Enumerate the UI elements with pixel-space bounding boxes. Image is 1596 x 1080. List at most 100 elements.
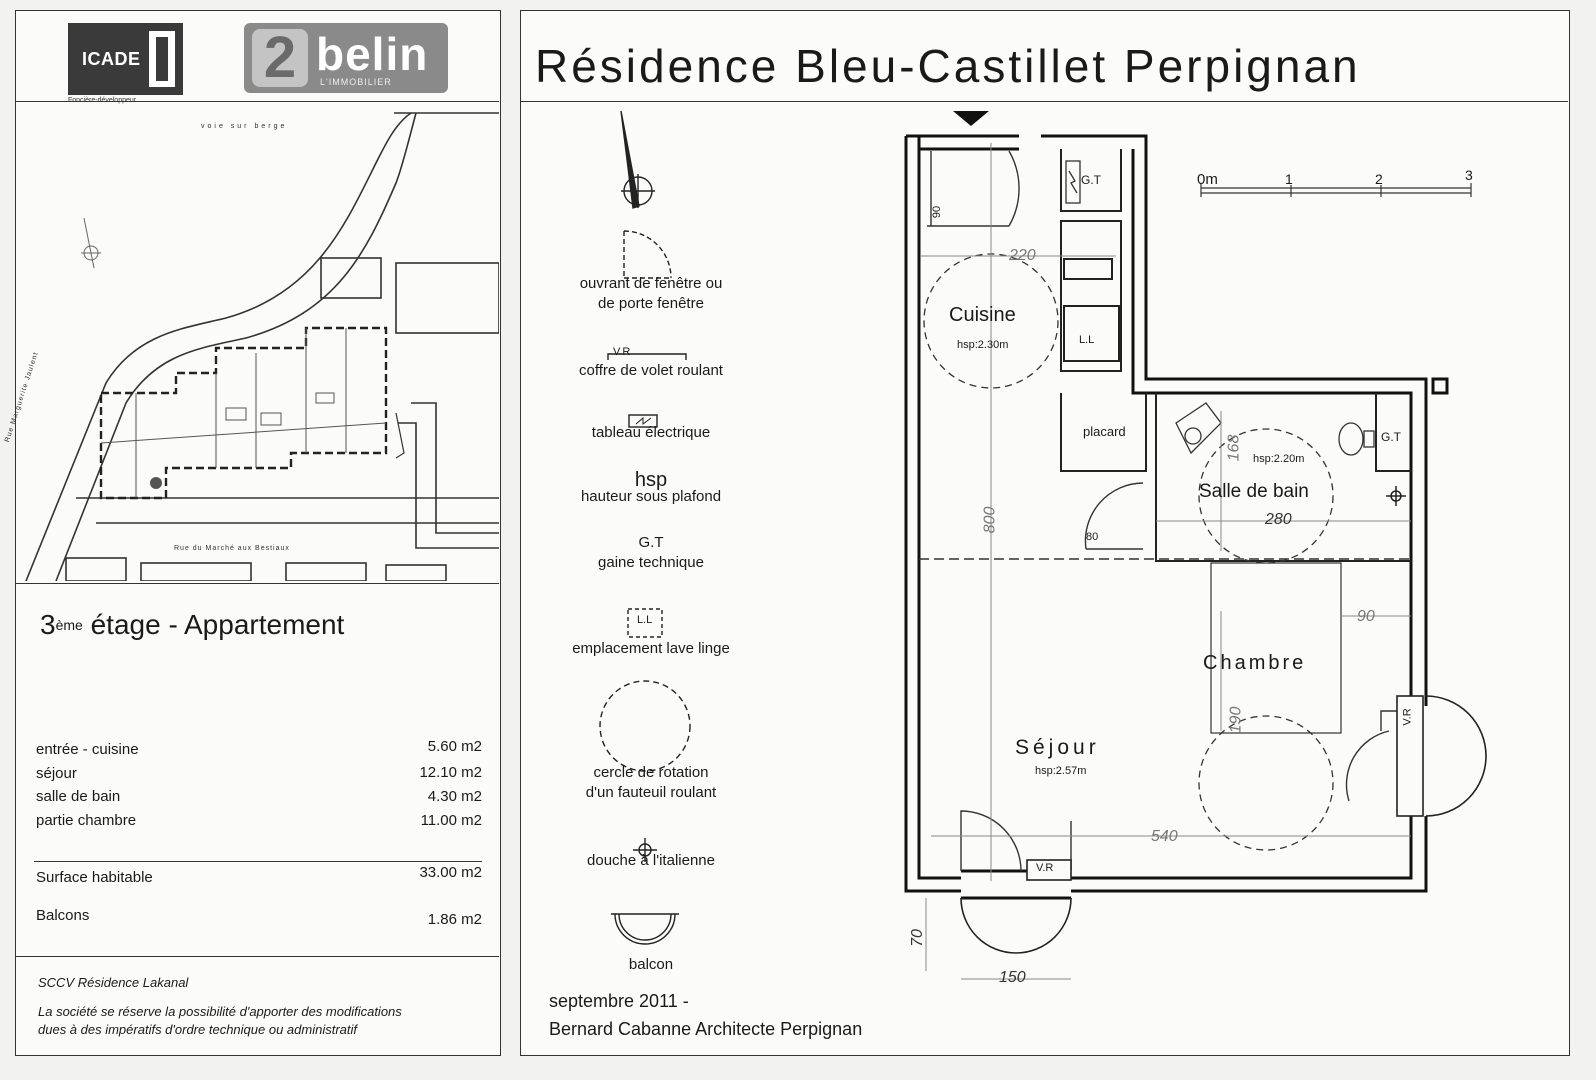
credit-architect: Bernard Cabanne Architecte Perpignan <box>549 1019 863 1039</box>
total-divider <box>34 861 482 862</box>
dim-90-bed: 90 <box>1357 608 1375 625</box>
dim-190: 190 <box>1227 706 1245 734</box>
divider <box>16 956 499 957</box>
divider <box>521 101 1568 102</box>
marker-icon <box>150 477 162 489</box>
room-chambre: Chambre <box>1203 652 1307 674</box>
area-label: séjour <box>36 765 77 782</box>
dim-800: 800 <box>981 506 999 534</box>
legend-ll-text: emplacement lave linge <box>572 640 730 657</box>
room-sdb-hsp: hsp:2.20m <box>1253 453 1305 465</box>
bed-icon <box>1210 562 1342 734</box>
area-label: partie chambre <box>36 812 137 829</box>
dim-150: 150 <box>999 969 1026 986</box>
entry-arrow-icon <box>395 412 405 459</box>
rotation-circle-icon <box>599 680 691 772</box>
floor-plan <box>904 111 1487 980</box>
area-label: entrée - cuisine <box>36 741 139 758</box>
area-value: 12.10 m2 <box>419 764 482 781</box>
surface-label: Surface habitable <box>36 869 153 886</box>
disclaimer-line-1: La société se réserve la possibilité d'a… <box>38 1004 402 1019</box>
company-name: SCCV Résidence Lakanal <box>38 975 189 990</box>
legend-window-line-1: ouvrant de fenêtre ou <box>579 275 723 292</box>
site-plan <box>25 112 499 581</box>
icade-mark-icon <box>149 31 175 87</box>
scale-label-2: 2 <box>1375 171 1383 187</box>
legend-circle-line-2: d'un fauteuil roulant <box>585 783 717 801</box>
area-value: 4.30 m2 <box>427 788 482 805</box>
dim-80: 80 <box>1086 531 1099 543</box>
dim-90-door: 90 <box>931 205 944 219</box>
vr-right-label: V.R <box>1401 708 1414 726</box>
area-label: salle de bain <box>36 788 121 805</box>
credit-date: septembre 2011 - <box>549 991 689 1011</box>
legend-window-text: ouvrant de fenêtre ou de porte fenêtre <box>551 274 751 313</box>
balcons-label: Balcons <box>36 907 90 924</box>
dim-70: 70 <box>908 929 926 947</box>
site-label-voie: voie sur berge <box>201 123 288 130</box>
legend-symbols <box>599 110 691 945</box>
plan-panel: Résidence Bleu-Castillet Perpignan <box>520 10 1570 1056</box>
dim-280: 280 <box>1265 511 1292 528</box>
belin-logo-subtitle: L'IMMOBILIER <box>320 77 392 87</box>
shower-icon <box>633 838 657 862</box>
legend-gt-text: gaine technique <box>598 554 704 571</box>
divider <box>16 583 499 584</box>
floor-suffix: ème <box>55 616 83 633</box>
roller-shutter-icon <box>607 353 687 360</box>
disclaimer-line-2: dues à des impératifs d'ordre technique … <box>38 1022 357 1037</box>
legend-ll-box: L.L <box>637 614 653 626</box>
belin-mark-icon: 2 <box>252 29 308 87</box>
north-arrow-icon <box>620 110 655 209</box>
dim-540: 540 <box>1151 828 1178 845</box>
info-panel: ICADE Foncière-développeur 2 belin L'IMM… <box>4 10 501 1056</box>
room-cuisine-hsp: hsp:2.30m <box>957 339 1009 351</box>
icade-subtitle: Foncière-développeur <box>68 97 137 104</box>
legend-circle-text: cercle de rotation d'un fauteuil roulant <box>551 763 751 802</box>
area-value: 11.00 m2 <box>420 812 482 829</box>
electric-panel-icon <box>628 414 658 428</box>
page-title: Résidence Bleu-Castillet Perpignan <box>535 40 1361 92</box>
floor-title: 3ème étage - Appartement <box>40 609 344 641</box>
legend-circle-line-1: cercle de rotation <box>593 764 709 781</box>
legend-shower-text: douche à l'italienne <box>587 852 715 869</box>
balcony-right <box>1425 695 1487 817</box>
icade-logo: ICADE <box>68 23 183 95</box>
room-sdb: Salle de bain <box>1199 481 1309 502</box>
dim-220: 220 <box>1009 247 1036 264</box>
placard-label: placard <box>1083 424 1126 439</box>
scale-label-1: 1 <box>1285 171 1293 187</box>
scale-label-3: 3 <box>1465 167 1473 183</box>
legend-window-line-2: de porte fenêtre <box>598 294 704 312</box>
ll-label: L.L <box>1079 334 1095 346</box>
balcony-bottom <box>960 897 1072 954</box>
icade-logo-text: ICADE <box>82 49 141 69</box>
balcons-value: 1.86 m2 <box>427 911 482 928</box>
room-cuisine: Cuisine <box>949 304 1016 326</box>
floor-text: étage - Appartement <box>90 609 345 640</box>
area-value: 5.60 m2 <box>427 738 482 755</box>
legend-gt-title: G.T <box>638 534 664 551</box>
floor-number: 3 <box>40 609 56 640</box>
legend-elec-text: tableau électrique <box>591 424 711 441</box>
surface-value: 33.00 m2 <box>419 864 482 881</box>
belin-logo: 2 belin L'IMMOBILIER <box>244 23 448 93</box>
legend-hsp-text: hauteur sous plafond <box>580 488 722 505</box>
room-sejour: Séjour <box>1015 736 1100 759</box>
vr-bottom-label: V.R <box>1036 862 1054 874</box>
scale-label-0: 0m <box>1197 171 1218 188</box>
room-sejour-hsp: hsp:2.57m <box>1035 765 1087 777</box>
scale-bar <box>1200 183 1472 197</box>
legend-vr-box: V.R <box>613 346 631 358</box>
legend-hsp-title: hsp <box>634 469 668 491</box>
divider <box>16 101 499 102</box>
site-label-rue-marche: Rue du Marché aux Bestiaux <box>174 545 290 552</box>
gt-label-top: G.T <box>1081 173 1101 187</box>
north-arrow-icon <box>81 217 101 269</box>
balcony-icon <box>611 913 679 945</box>
entry-arrow-icon <box>953 111 989 126</box>
legend-balcony-text: balcon <box>628 956 674 973</box>
gt-label-right: G.T <box>1381 430 1401 444</box>
belin-logo-text: belin <box>316 28 429 80</box>
door-swing-icon <box>623 230 672 279</box>
